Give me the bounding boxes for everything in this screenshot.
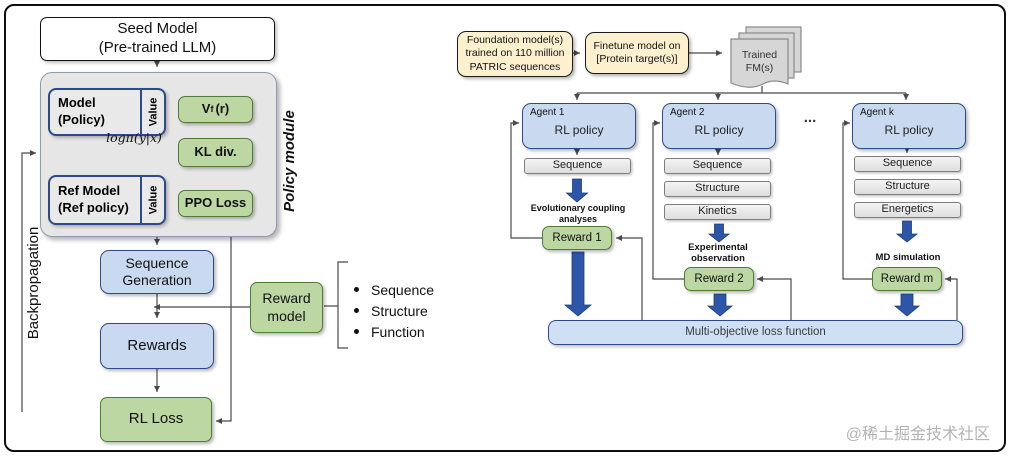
agentk-output-energetics: Energetics	[854, 202, 961, 218]
arrow-backpropagation	[21, 150, 36, 412]
trained-fm-label: Trained FM(s)	[741, 48, 778, 74]
agentk-method-label: MD simulation	[875, 252, 941, 264]
reward-criteria-list: Sequence Structure Function	[354, 279, 434, 342]
model-policy-box: Model (Policy) Value	[48, 88, 166, 136]
thick-arrow-agent1-lower	[563, 251, 593, 317]
thick-arrow-agent1-upper	[565, 178, 589, 203]
ppo-loss-box: PPO Loss	[178, 190, 253, 217]
list-item: Structure	[354, 300, 434, 321]
bullet-icon	[354, 308, 359, 313]
rl-loss-box: RL Loss	[100, 397, 212, 442]
agent2-policy-label: RL policy	[694, 123, 744, 137]
thick-arrow-agent2-lower	[706, 293, 734, 317]
bullet-icon	[354, 329, 359, 334]
thick-arrow-agentk-lower	[893, 293, 921, 317]
bullet-label-sequence: Sequence	[371, 281, 435, 298]
multi-objective-loss-bar: Multi-objective loss function	[548, 320, 963, 345]
thick-arrow-agentk-upper	[895, 220, 919, 243]
kl-divergence-box: KL div.	[178, 138, 253, 167]
agent1-title: Agent 1	[530, 107, 565, 118]
ref-value-label: Value	[147, 185, 159, 215]
sequence-generation-box: Sequence Generation	[100, 250, 214, 294]
feedback-loss-to-reward2	[757, 276, 792, 320]
model-value-strip: Value	[140, 90, 164, 134]
model-value-label: Value	[147, 97, 159, 127]
vf-base: V	[201, 101, 211, 117]
vf-sub: f	[210, 103, 214, 114]
log-prob-label: logπ(y|x)	[106, 130, 162, 146]
feedback-loss-to-reward1	[616, 235, 643, 320]
agent2-title: Agent 2	[670, 107, 705, 118]
watermark-text: @稀土掘金技术社区	[845, 426, 990, 443]
line-fms-down	[577, 86, 906, 94]
agentk-output-structure: Structure	[854, 179, 961, 195]
bullet-icon	[354, 287, 359, 292]
ref-value-strip: Value	[140, 177, 164, 223]
agent2-output-kinetics: Kinetics	[664, 204, 771, 220]
arrow-ppo-to-rlloss	[216, 217, 232, 424]
agent2-output-structure: Structure	[664, 181, 771, 197]
feedback-reward2-to-agent2	[652, 120, 684, 280]
bullet-bracket	[324, 261, 348, 349]
thick-arrow-agent2-upper	[707, 223, 731, 243]
bullet-label-structure: Structure	[371, 302, 428, 319]
trained-fm-stack-icon	[730, 26, 802, 88]
finetune-model-box: Finetune model on [Protein target(s)]	[585, 32, 689, 74]
backpropagation-label: Backpropagation	[24, 226, 42, 340]
list-item: Sequence	[354, 279, 434, 300]
agent1-output-sequence: Sequence	[524, 158, 631, 174]
feedback-rewardm-to-agentk	[842, 120, 872, 280]
agentk-output-sequence: Sequence	[854, 156, 961, 172]
seed-model-box: Seed Model (Pre-trained LLM)	[40, 17, 275, 61]
ref-model-label: Ref Model (Ref policy)	[58, 183, 129, 215]
agent1-policy-label: RL policy	[554, 123, 604, 137]
rewards-box: Rewards	[100, 323, 214, 369]
agent1-reward-box: Reward 1	[542, 226, 612, 250]
agent2-method-label: Experimental observation	[688, 241, 748, 264]
model-policy-label: Model (Policy)	[58, 95, 105, 127]
agent2-reward-box: Reward 2	[684, 267, 754, 291]
reward-model-box: Reward model	[250, 282, 323, 333]
agent1-box: Agent 1 RL policy	[522, 103, 636, 149]
feedback-reward1-to-agent1	[510, 120, 542, 239]
agentk-title: Agent k	[860, 107, 894, 118]
feedback-loss-to-rewardm	[945, 276, 958, 320]
agent2-box: Agent 2 RL policy	[662, 103, 776, 149]
agent1-method-label: Evolutionary coupling analyses	[530, 203, 626, 224]
agentk-reward-box: Reward m	[872, 267, 942, 291]
vf-rest: (r)	[215, 101, 230, 117]
agents-ellipsis: ...	[803, 108, 817, 126]
agent2-output-sequence: Sequence	[664, 158, 771, 174]
agentk-box: Agent k RL policy	[852, 103, 966, 149]
foundation-model-box: Foundation model(s) trained on 110 milli…	[457, 31, 573, 77]
policy-module-label: Policy module	[280, 110, 298, 212]
bullet-label-function: Function	[371, 323, 425, 340]
list-item: Function	[354, 321, 434, 342]
ref-model-box: Ref Model (Ref policy) Value	[48, 175, 166, 225]
agentk-policy-label: RL policy	[884, 123, 934, 137]
